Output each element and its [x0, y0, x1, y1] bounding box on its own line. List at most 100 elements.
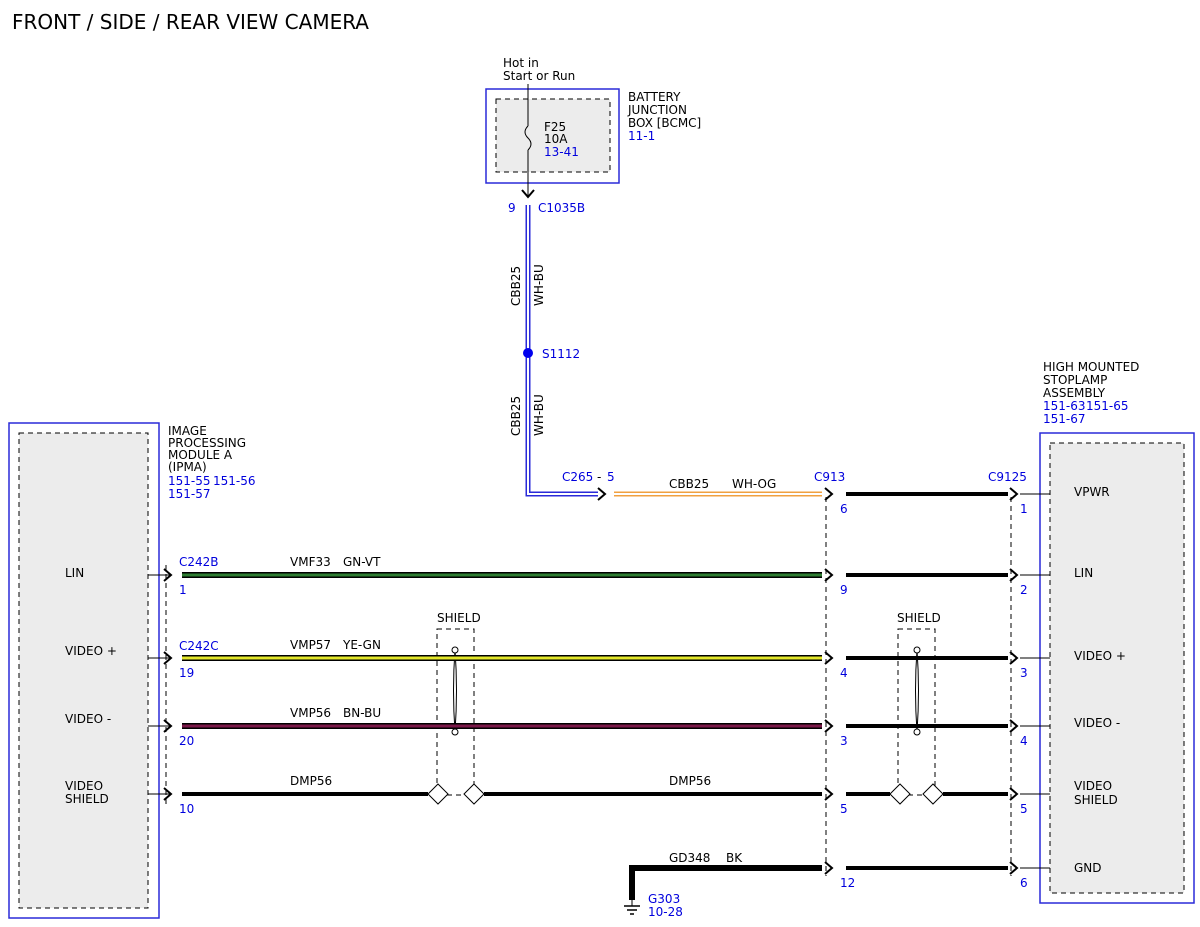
ground-row: GD348 BK G303 10-28 12 6: [624, 851, 1050, 919]
connector-arrow: [163, 787, 173, 801]
ipma-label: MODULE A: [168, 448, 233, 462]
hmsl-pin-label: VIDEO -: [1074, 716, 1120, 730]
c9125-pin: 1: [1020, 502, 1028, 516]
ipma-inner: [18, 432, 149, 909]
shield-label: SHIELD: [437, 611, 481, 625]
fuse-ref: 13-41: [544, 145, 579, 159]
connector-arrow: [163, 568, 173, 582]
ipma-label: (IPMA): [168, 460, 207, 474]
hmsl-outline: [1039, 432, 1195, 904]
battery-junction-box: Hot in Start or Run F25 10A 13-41 BATTER…: [485, 56, 701, 215]
bjb-pin: 9: [508, 201, 516, 215]
hmsl-pin-label: GND: [1074, 861, 1102, 875]
connector-arrow: [824, 651, 834, 665]
c913-pin: 3: [840, 734, 848, 748]
page-title: FRONT / SIDE / REAR VIEW CAMERA: [12, 10, 369, 34]
c9125-pin: 3: [1020, 666, 1028, 680]
wh-og-wire: CBB25 WH-OG: [614, 477, 822, 497]
c265-connector: C265 - 5: [562, 470, 615, 501]
bjb-outline: [485, 88, 620, 184]
ground-circuit: GD348: [669, 851, 710, 865]
shield-drain-symbol: [427, 783, 449, 805]
ipma-ref: 151-57: [168, 487, 211, 501]
wire-color: GN-VT: [343, 555, 381, 569]
ipma-pin-number: 20: [179, 734, 194, 748]
connector-arrow: [824, 719, 834, 733]
supply-label: Hot in: [503, 56, 539, 70]
connector-arrow: [824, 787, 834, 801]
connector-arrow: [824, 568, 834, 582]
c9125-pin: 5: [1020, 802, 1028, 816]
bjb-ref: 11-1: [628, 129, 655, 143]
fuse-symbol: [524, 125, 532, 151]
connector-arrow: [1009, 651, 1019, 665]
splice-dot: [523, 348, 533, 358]
hmsl-label: STOPLAMP: [1043, 373, 1107, 387]
hmsl-ref: 151-63: [1043, 399, 1086, 413]
wire-circuit: CBB25: [669, 477, 709, 491]
splice-label: S1112: [542, 347, 580, 361]
fuse-name: F25: [544, 120, 566, 134]
connector-arrow: [1009, 787, 1019, 801]
ipma-pin-label: VIDEO -: [65, 712, 111, 726]
ipma-outline: [8, 422, 160, 919]
c913-pin: 9: [840, 583, 848, 597]
bjb-connector: C1035B: [538, 201, 585, 215]
connector-arrow: [1009, 719, 1019, 733]
shield-left: SHIELD: [436, 611, 481, 796]
shield-drain-symbol: [889, 783, 911, 805]
shield-drain-symbol: [463, 783, 485, 805]
c9125-pin: 4: [1020, 734, 1028, 748]
hmsl-pin-label: VIDEO: [1074, 779, 1112, 793]
c265-label: C265: [562, 470, 593, 484]
wire-circuit: DMP56: [669, 774, 711, 788]
feed-color: WH-BU: [532, 394, 546, 436]
connector-arrow: [163, 719, 173, 733]
ipma-pin-number: 19: [179, 666, 194, 680]
ipma-label: IMAGE: [168, 424, 207, 438]
c265-pin: 5: [607, 470, 615, 484]
wire-color: YE-GN: [342, 638, 381, 652]
hmsl-ref: 151-65: [1086, 399, 1129, 413]
c242b-label: C242B: [179, 555, 219, 569]
hmsl-inner: [1049, 442, 1185, 894]
connector-arrow: [1009, 568, 1019, 582]
hmsl-pin-label: VIDEO +: [1074, 649, 1126, 663]
hmsl-label: ASSEMBLY: [1043, 386, 1106, 400]
feed-circuit: CBB25: [509, 266, 523, 306]
ipma-pin-label: VIDEO: [65, 779, 103, 793]
connector-arrow: [521, 189, 535, 199]
feed-circuit: CBB25: [509, 396, 523, 436]
hmsl-pin-label: VPWR: [1074, 485, 1110, 499]
connector-arrow: [1009, 861, 1019, 875]
ipma-pin-label: VIDEO +: [65, 644, 117, 658]
ipma-module: IMAGE PROCESSING MODULE A (IPMA) 151-55 …: [8, 422, 256, 919]
bjb-label: BOX [BCMC]: [628, 116, 701, 130]
ipma-pin-label: LIN: [65, 566, 84, 580]
c913-pin: 12: [840, 876, 855, 890]
hmsl-module: HIGH MOUNTED STOPLAMP ASSEMBLY 151-63 15…: [1039, 360, 1195, 904]
ipma-ref: 151-56: [213, 474, 256, 488]
bjb-label: JUNCTION: [627, 103, 687, 117]
hmsl-pin-label: LIN: [1074, 566, 1093, 580]
hmsl-pin-label: SHIELD: [1074, 793, 1118, 807]
connector-arrow: [1009, 487, 1019, 501]
c913-pin: 6: [840, 502, 848, 516]
shield-drain-symbol: [922, 783, 944, 805]
wire-color: BN-BU: [343, 706, 381, 720]
shield-label: SHIELD: [897, 611, 941, 625]
connector-arrow: [163, 651, 173, 665]
shield-right: SHIELD: [897, 611, 941, 796]
ipma-pin-number: 10: [179, 802, 194, 816]
hmsl-ref: 151-67: [1043, 412, 1086, 426]
c242c-label: C242C: [179, 639, 219, 653]
hmsl-label: HIGH MOUNTED: [1043, 360, 1139, 374]
ipma-pin-label: SHIELD: [65, 792, 109, 806]
c913-label: C913: [814, 470, 845, 484]
c9125-pin: 6: [1020, 876, 1028, 890]
ground-point: G303: [648, 892, 680, 906]
ground-ref: 10-28: [648, 905, 683, 919]
c9125-label: C9125: [988, 470, 1027, 484]
